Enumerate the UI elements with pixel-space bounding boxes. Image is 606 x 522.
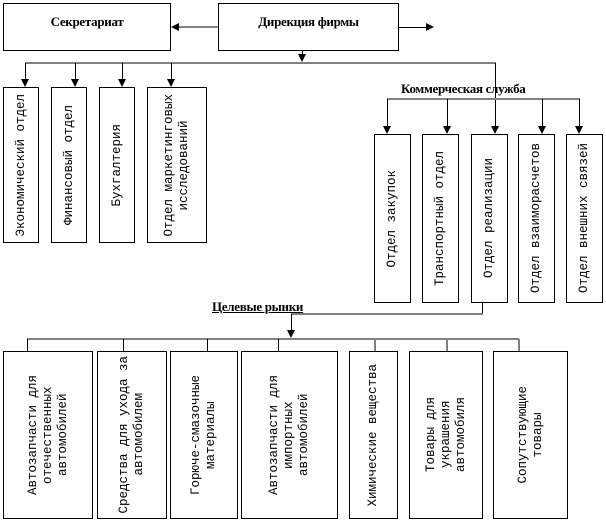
drop-line [123,339,124,351]
dept-purchasing: Отдел закупок [374,134,411,303]
dept-accounting: Бухгалтерия [99,87,135,243]
arrow-down-icon [575,126,583,134]
arrow-down-icon [298,54,306,62]
arrow-down-icon [118,79,126,87]
arrow-down-icon [71,79,79,87]
market-chemicals-label: Химические вещества [366,363,380,507]
arrow-down-icon [167,79,175,87]
drop-line [207,339,208,351]
dept-marketing-research-label: Отдел маркетинговых исследований [162,93,191,237]
drop-line [374,339,376,351]
market-import-parts-label: Автозапчасти для импортных автомобилей [267,374,311,496]
drop-line [25,63,26,79]
directorate-label: Дирекция фирмы [258,14,359,29]
market-related-goods: Сопутствующие товары [493,351,568,519]
dept-economic: Экономический отдел [3,87,39,243]
drop-line [387,99,388,126]
target-markets-title: Целевые рынки [212,299,304,314]
arrow-down-icon [443,126,451,134]
market-lubricants: Горюче-смазочные материалы [170,351,238,519]
market-chemicals: Химические вещества [349,351,398,519]
dept-external-relations: Отдел внешних связей [566,134,603,303]
drop-line [542,99,543,126]
dept-sales: Отдел реализации [471,134,508,303]
secretariat-label: Секретариат [50,14,124,29]
drop-line [518,339,520,351]
commercial-bus-line [387,98,580,100]
arrow-left-icon [171,23,179,31]
secretariat-box: Секретариат [3,3,171,51]
market-decoration: Товары для украшения автомобиля [409,351,483,519]
dept-external-relations-label: Отдел внешних связей [577,143,591,294]
dept-purchasing-label: Отдел закупок [385,169,399,268]
market-domestic-parts: Автозапчасти для отечественных автомобил… [3,351,93,519]
arrow-down-icon [21,79,29,87]
drop-line [122,63,123,79]
connector-down [302,51,303,55]
market-decoration-label: Товары для украшения автомобиля [423,397,468,473]
connector-right [399,27,426,28]
market-related-goods-label: Сопутствующие товары [515,386,545,484]
arrow-down-icon [491,126,499,134]
market-import-parts: Автозапчасти для импортных автомобилей [241,351,338,519]
arrow-down-icon [383,126,391,134]
dept-transport: Транспортный отдел [422,134,459,303]
drop-line [171,63,172,79]
connector-to-secretariat [178,26,218,28]
drop-line [27,339,28,351]
markets-drop-line [291,314,292,331]
dept-marketing-research: Отдел маркетинговых исследований [147,87,207,243]
sales-connector [482,303,483,314]
dept-sales-label: Отдел реализации [482,158,496,279]
sales-connector-horizontal [291,313,483,315]
dept-settlements: Отдел взаиморасчетов [518,134,555,303]
commercial-service-title: Коммерческая служба [401,81,526,96]
dept-settlements-label: Отдел взаиморасчетов [529,143,543,294]
market-domestic-parts-label: Автозапчасти для отечественных автомобил… [25,374,70,496]
main-bus-line [25,62,496,64]
dept-finance-label: Финансовый отдел [61,104,76,226]
market-lubricants-label: Горюче-смазочные материалы [189,374,218,496]
dept-economic-label: Экономический отдел [13,93,28,237]
drop-line [278,339,279,351]
market-care-products: Средства для ухода за автомобилем [97,351,167,519]
drop-line [579,99,580,126]
directorate-box: Дирекция фирмы [218,3,399,51]
dept-transport-label: Транспортный отдел [433,150,447,287]
drop-line [75,63,76,79]
arrow-right-icon [426,23,434,31]
dept-accounting-label: Бухгалтерия [109,123,124,207]
drop-line [446,339,448,351]
markets-bus-line [27,338,519,340]
arrow-down-icon [538,126,546,134]
dept-finance: Финансовый отдел [51,87,87,243]
commercial-drop-line [495,63,496,126]
market-care-products-label: Средства для ухода за автомобилем [117,356,146,514]
drop-line [447,99,448,126]
arrow-down-icon [287,330,295,338]
